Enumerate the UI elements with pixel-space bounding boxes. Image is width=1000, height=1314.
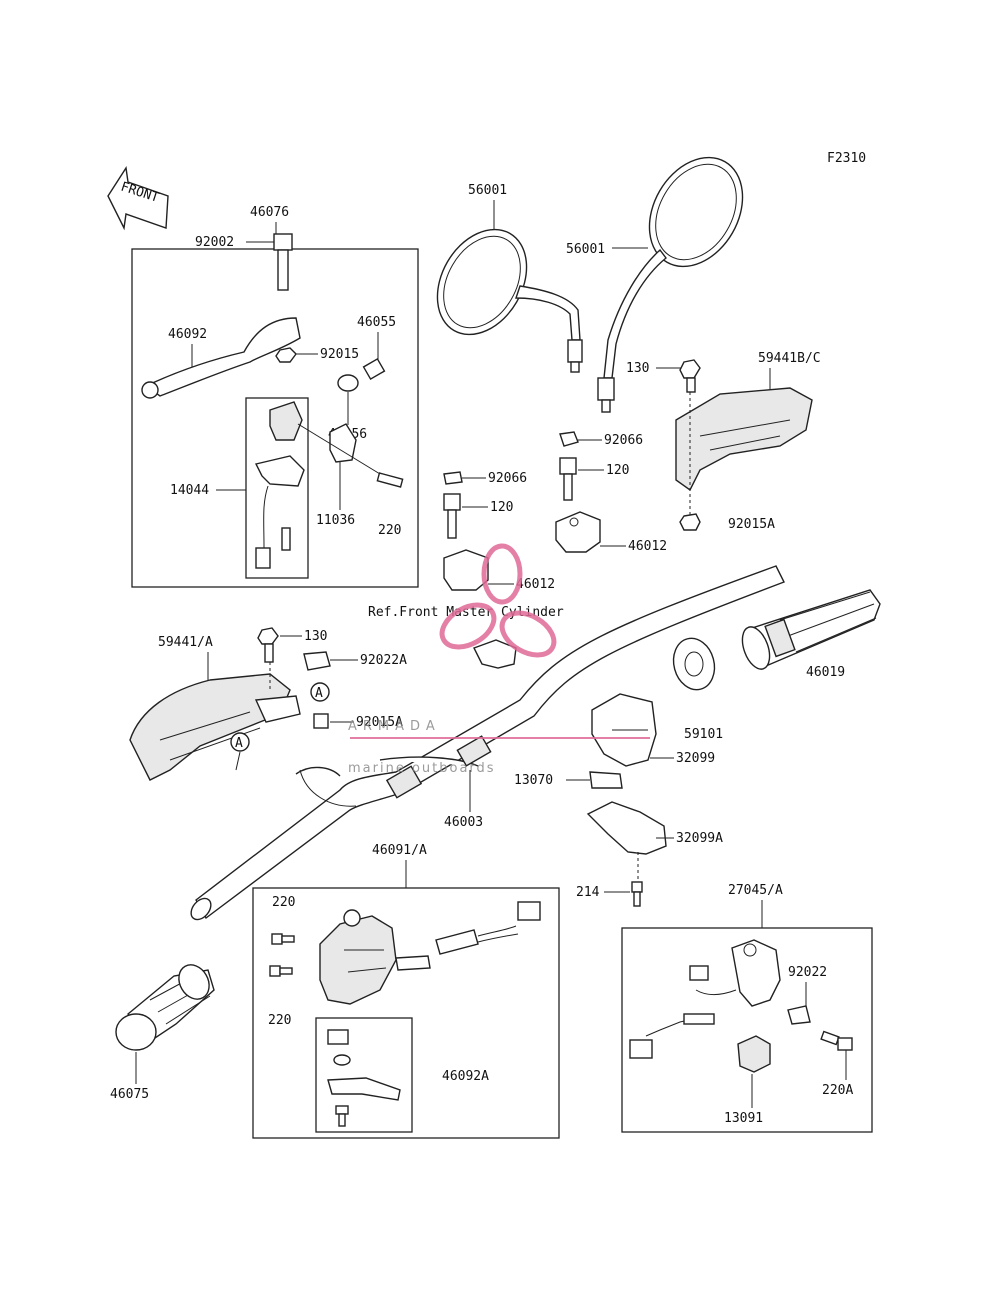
propeller-icon <box>439 543 557 658</box>
throttle-grip-part <box>741 589 881 670</box>
part-label-120-right: 120 <box>606 463 629 478</box>
part-label-46019: 46019 <box>806 665 845 680</box>
part-label-214: 214 <box>576 885 600 900</box>
part-label-130-mid: 130 <box>304 629 327 644</box>
part-label-46092: 46092 <box>168 327 207 342</box>
choke-lever-parts <box>327 1029 401 1127</box>
marker-a-upper-label: A <box>315 686 323 701</box>
part-label-92022: 92022 <box>788 965 827 980</box>
throttle-housing-upper-part <box>591 693 657 767</box>
screw-214-part <box>631 881 643 907</box>
bracket-part <box>329 423 357 463</box>
part-label-46076: 46076 <box>250 205 289 220</box>
part-label-120-left: 120 <box>490 500 513 515</box>
screw-220-b-part <box>269 965 293 977</box>
handlebar-part <box>190 565 785 921</box>
clip-92022a-part <box>303 651 331 671</box>
marker-a-upper: A <box>310 682 330 702</box>
bolt-120-right-part <box>559 457 577 501</box>
washer-92066-left-part <box>443 471 463 485</box>
part-label-59441a: 59441/A <box>158 635 213 650</box>
front-arrow-icon: FRONT <box>107 166 169 231</box>
bolt-120-left-part <box>443 493 461 539</box>
part-label-59101: 59101 <box>684 727 723 742</box>
part-label-46075: 46075 <box>110 1087 149 1102</box>
part-label-59441bc: 59441B/C <box>758 351 821 366</box>
figure-code: F2310 <box>827 151 866 166</box>
right-handlebar-switch-part <box>629 939 781 1059</box>
choke-lever-subbox <box>315 1017 413 1133</box>
part-label-220-top: 220 <box>378 523 401 538</box>
part-label-92066-right: 92066 <box>604 433 643 448</box>
part-label-92015a-top: 92015A <box>728 517 775 532</box>
holder-46012-right-part <box>555 511 601 553</box>
part-label-32099a: 32099A <box>676 831 723 846</box>
bolt-130-mid-part <box>257 627 279 663</box>
cable-adjuster-part <box>362 357 386 381</box>
nut-92015a-part <box>679 513 701 531</box>
bolt-130-part <box>679 359 701 393</box>
locknut-part <box>337 374 359 392</box>
part-label-46003: 46003 <box>444 815 483 830</box>
starter-button-part <box>737 1035 771 1073</box>
part-label-32099: 32099 <box>676 751 715 766</box>
screw-220a-part <box>820 1030 853 1051</box>
throttle-housing-lower-part <box>586 801 667 855</box>
left-grip-part <box>115 964 215 1051</box>
part-label-220-a: 220 <box>272 895 295 910</box>
part-label-14044: 14044 <box>170 483 209 498</box>
left-switch-cover-part <box>129 673 301 781</box>
screw-220-a-part <box>271 933 295 945</box>
holder-46012-center-part <box>443 549 517 669</box>
marker-a-lower-label: A <box>235 736 243 751</box>
throttle-housing-cover-part <box>675 387 813 492</box>
screw-part <box>376 472 404 488</box>
marker-a-lower: A <box>230 732 250 752</box>
part-label-92022a: 92022A <box>360 653 407 668</box>
part-label-130-top: 130 <box>626 361 649 376</box>
starter-switch-box <box>621 927 873 1133</box>
part-label-56001-left: 56001 <box>468 183 507 198</box>
armada-logo: ARMADA marine outboards <box>348 543 650 776</box>
part-label-27045a: 27045/A <box>728 883 783 898</box>
right-mirror-part <box>597 156 744 413</box>
part-label-92066-left: 92066 <box>488 471 527 486</box>
clip-92022-part <box>787 1005 811 1025</box>
part-label-220-b: 220 <box>268 1013 291 1028</box>
washer-92066-right-part <box>559 431 579 447</box>
part-label-46092a: 46092A <box>442 1069 489 1084</box>
ref-note: Ref.Front Master Cylinder <box>368 605 564 620</box>
part-label-11036: 11036 <box>316 513 355 528</box>
part-label-220a: 220A <box>822 1083 853 1098</box>
clutch-switch-part <box>254 401 305 569</box>
throttle-ring-part <box>672 637 716 691</box>
part-label-46012-center: 46012 <box>516 577 555 592</box>
nut-part <box>275 347 297 363</box>
part-label-46012-right: 46012 <box>628 539 667 554</box>
part-label-13091: 13091 <box>724 1111 763 1126</box>
watermark-tagline: marine outboards <box>348 761 496 776</box>
nut-92015a-mid-part <box>313 713 329 729</box>
part-label-92002: 92002 <box>195 235 234 250</box>
part-label-92015: 92015 <box>320 347 359 362</box>
left-switch-box <box>252 887 560 1139</box>
left-handlebar-switch-part <box>319 901 541 1005</box>
pivot-bolt-part <box>273 233 293 291</box>
part-label-46055: 46055 <box>357 315 396 330</box>
part-label-92015a-mid: 92015A <box>356 715 403 730</box>
part-label-13070: 13070 <box>514 773 553 788</box>
throttle-pulley-part <box>589 771 623 789</box>
clutch-switch-subbox <box>245 397 309 579</box>
left-mirror-part <box>436 228 583 373</box>
part-label-56001-right: 56001 <box>566 242 605 257</box>
part-label-46091a: 46091/A <box>372 843 427 858</box>
watermark-brand: ARMADA <box>348 719 441 734</box>
clutch-lever-part <box>141 317 301 399</box>
